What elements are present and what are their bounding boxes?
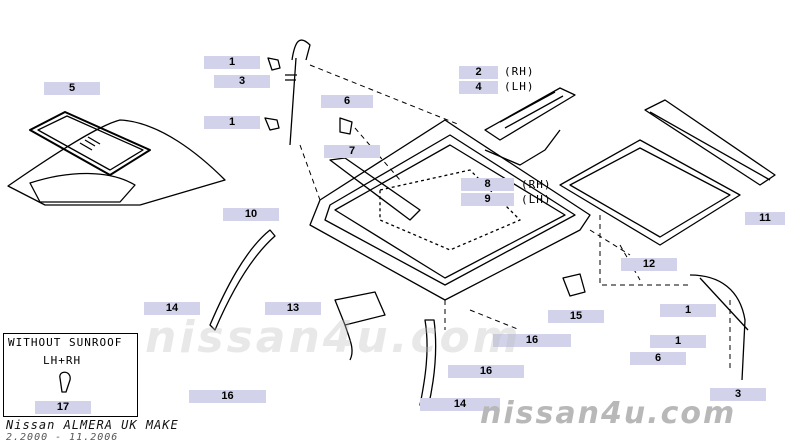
without-sunroof-title: WITHOUT SUNROOF	[8, 336, 123, 349]
callout-6-right[interactable]: 6	[630, 352, 686, 365]
callout-3-left[interactable]: 3	[214, 75, 270, 88]
callout-4[interactable]: 4	[459, 81, 498, 94]
callout-13[interactable]: 13	[265, 302, 321, 315]
callout-8[interactable]: 8	[461, 178, 514, 191]
watermark-corner: nissan4u.com	[480, 396, 737, 431]
model-label: Nissan ALMERA UK MAKE	[6, 418, 179, 432]
callout-16-right[interactable]: 16	[493, 334, 571, 347]
callout-1-middle[interactable]: 1	[204, 116, 260, 129]
callout-10[interactable]: 10	[223, 208, 279, 221]
callout-2[interactable]: 2	[459, 66, 498, 79]
callout-1-right-bottom[interactable]: 1	[650, 335, 706, 348]
callout-15[interactable]: 15	[548, 310, 604, 323]
callout-17[interactable]: 17	[35, 401, 91, 414]
callout-6-top[interactable]: 6	[321, 95, 373, 108]
callout-16-center[interactable]: 16	[448, 365, 524, 378]
callout-5[interactable]: 5	[44, 82, 100, 95]
callout-1-right-top[interactable]: 1	[660, 304, 716, 317]
callout-1-top[interactable]: 1	[204, 56, 260, 69]
without-sunroof-side: LH+RH	[43, 354, 82, 367]
date-range: 2.2000 - 11.2006	[6, 432, 119, 443]
callout-3-right[interactable]: 3	[710, 388, 766, 401]
callout-8-side: (RH)	[521, 178, 552, 191]
callout-4-side: (LH)	[504, 80, 535, 93]
callout-12[interactable]: 12	[621, 258, 677, 271]
callout-14-right[interactable]: 14	[420, 398, 500, 411]
callout-9-side: (LH)	[521, 193, 552, 206]
callout-2-side: (RH)	[504, 65, 535, 78]
without-sunroof-box: WITHOUT SUNROOF LH+RH 17	[3, 333, 138, 417]
callout-16-left[interactable]: 16	[189, 390, 266, 403]
watermark-center: nissan4u.com	[145, 312, 522, 363]
callout-11[interactable]: 11	[745, 212, 785, 225]
callout-7[interactable]: 7	[324, 145, 380, 158]
callout-14-left[interactable]: 14	[144, 302, 200, 315]
roof-glass-part	[7, 111, 226, 206]
callout-9[interactable]: 9	[461, 193, 514, 206]
